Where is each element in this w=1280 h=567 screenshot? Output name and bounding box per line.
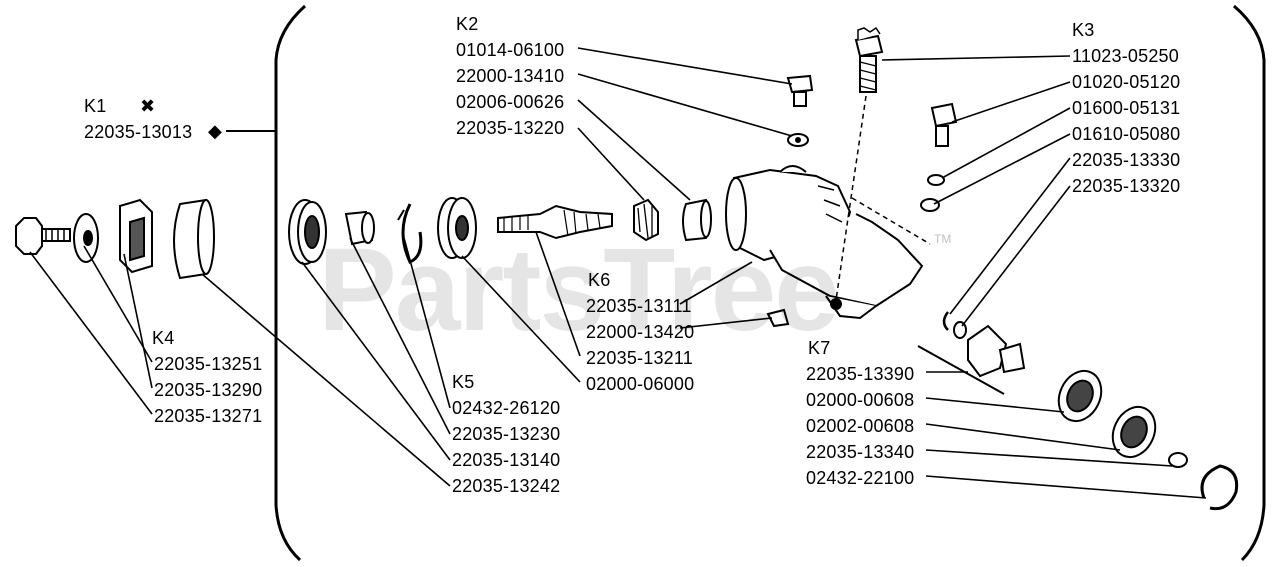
part-number[interactable]: 01610-05080 bbox=[1072, 124, 1181, 144]
part-number[interactable]: 22000-13410 bbox=[456, 66, 565, 86]
part-number[interactable]: 01020-05120 bbox=[1072, 72, 1181, 92]
kit-bracket-right bbox=[1233, 4, 1266, 562]
part-number[interactable]: 01014-06100 bbox=[456, 40, 565, 60]
part-number[interactable]: 22035-13251 bbox=[154, 354, 263, 374]
part-number[interactable]: 22035-13013 bbox=[84, 122, 193, 142]
part-number[interactable]: 02432-26120 bbox=[452, 398, 561, 418]
needle-bearing-part bbox=[682, 198, 712, 242]
k7-bracket-line bbox=[917, 345, 1005, 395]
bolt-part-k3 bbox=[930, 102, 958, 147]
part-number[interactable]: 01600-05131 bbox=[1072, 98, 1181, 118]
part-number[interactable]: 22035-13290 bbox=[154, 380, 263, 400]
bearing-part bbox=[288, 199, 327, 265]
output-gear-part bbox=[967, 324, 1026, 378]
part-number[interactable]: 22035-13140 bbox=[452, 450, 561, 470]
kit-label-k1: K1 bbox=[84, 96, 107, 116]
bevel-gear-part bbox=[633, 198, 659, 242]
drain-screw-part bbox=[854, 26, 884, 93]
washer-part bbox=[73, 213, 99, 263]
axis-lines bbox=[835, 95, 931, 301]
part-number[interactable]: 22035-13271 bbox=[154, 406, 263, 426]
part-number[interactable]: 22035-13330 bbox=[1072, 150, 1181, 170]
part-number[interactable]: 22035-13390 bbox=[806, 364, 915, 384]
kit-label-k7: K7 bbox=[808, 338, 831, 358]
plate-part bbox=[119, 198, 153, 274]
part-number[interactable]: 22035-13111 bbox=[586, 296, 692, 316]
trademark-mark: TM bbox=[934, 232, 952, 246]
flat-washer-part bbox=[920, 198, 940, 212]
watermark: PartsTree bbox=[318, 224, 840, 356]
part-number[interactable]: 02002-00608 bbox=[806, 416, 915, 436]
part-number[interactable]: 22035-13230 bbox=[452, 424, 561, 444]
bearing-part-2 bbox=[437, 197, 477, 259]
bushing-part bbox=[173, 198, 215, 280]
bolt-part bbox=[15, 217, 71, 255]
part-number[interactable]: 22035-13220 bbox=[456, 118, 565, 138]
kit-bracket bbox=[274, 4, 306, 562]
small-clip-part bbox=[766, 308, 790, 328]
spring-washer-part bbox=[927, 174, 945, 186]
part-number[interactable]: 11023-05250 bbox=[1072, 46, 1179, 66]
output-bearing-part bbox=[1057, 369, 1103, 423]
output-bearing-part-2 bbox=[1111, 405, 1157, 459]
sleeve-part bbox=[344, 210, 375, 246]
gear-case-part bbox=[725, 165, 924, 320]
kit-label-k6: K6 bbox=[588, 270, 611, 290]
kit-label-k2: K2 bbox=[456, 14, 479, 34]
part-number[interactable]: 02006-00626 bbox=[456, 92, 565, 112]
kit-label-k3: K3 bbox=[1072, 20, 1095, 40]
kit-label-k5: K5 bbox=[452, 372, 475, 392]
part-number[interactable]: 22035-13320 bbox=[1072, 176, 1181, 196]
part-number[interactable]: 02000-06000 bbox=[586, 374, 695, 394]
leader-lines bbox=[29, 47, 1207, 499]
part-number[interactable]: 02000-00608 bbox=[806, 390, 915, 410]
diamond-icon: ◆ bbox=[208, 121, 223, 141]
collar-part bbox=[1168, 452, 1188, 468]
grease-plug-part bbox=[786, 74, 814, 107]
kit-label-k4: K4 bbox=[152, 328, 175, 348]
retaining-ring-part bbox=[942, 311, 950, 331]
circlip-part bbox=[1200, 464, 1239, 511]
input-shaft-part bbox=[497, 204, 613, 240]
part-number[interactable]: 22035-13242 bbox=[452, 476, 561, 496]
part-number[interactable]: 22000-13420 bbox=[586, 322, 695, 342]
seal-washer-part bbox=[787, 133, 809, 147]
part-number[interactable]: 22035-13211 bbox=[586, 348, 693, 368]
part-number[interactable]: 22035-13340 bbox=[806, 442, 915, 462]
assembly-x-icon: ✖ bbox=[140, 96, 156, 116]
part-number[interactable]: 02432-22100 bbox=[806, 468, 915, 488]
